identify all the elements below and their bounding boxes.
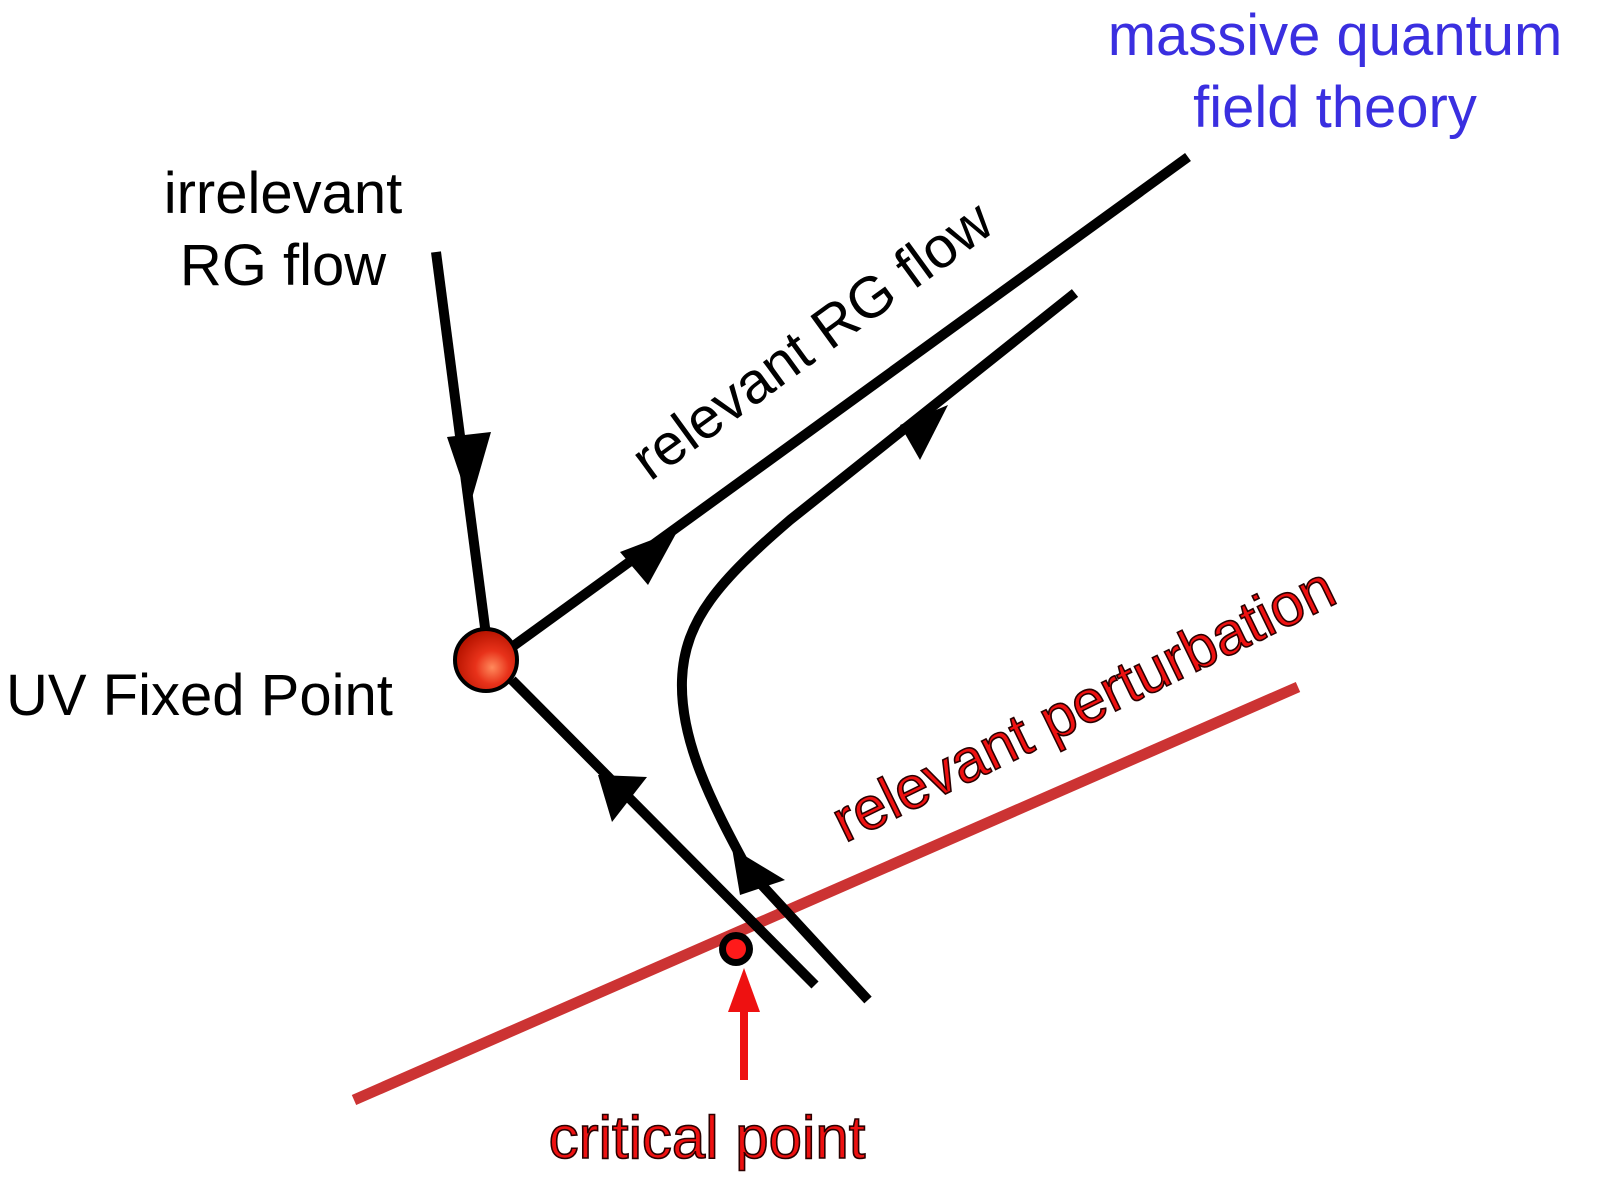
relevant-perturbation-line [351, 681, 1301, 1106]
arrow-up-icon [732, 848, 785, 895]
massive-qft-label-line1: massive quantum [1108, 3, 1563, 68]
irrelevant-flow-line [431, 251, 491, 636]
critical-point-pointer [728, 968, 760, 1080]
curved-trajectory-line [676, 289, 1079, 1004]
irrelevant-flow-label-line1: irrelevant [164, 161, 403, 226]
arrow-down-icon [447, 432, 491, 505]
critical-point-label: critical point [549, 1104, 866, 1171]
arrow-up-icon [728, 968, 760, 1012]
critical-trajectory-line [508, 676, 819, 989]
arrow-up-left-icon [598, 775, 647, 822]
relevant-rg-flow-label: relevant RG flow [619, 187, 1005, 492]
critical-point-marker[interactable] [719, 932, 753, 966]
arrow-up-right-icon [620, 530, 678, 585]
irrelevant-flow-label-line2: RG flow [180, 233, 387, 298]
massive-qft-label-line2: field theory [1193, 75, 1477, 140]
arrow-up-right-icon [900, 405, 948, 460]
uv-fixed-point-sphere[interactable] [453, 627, 519, 693]
uv-fixed-point-label: UV Fixed Point [6, 663, 393, 728]
relevant-flow-line [509, 152, 1191, 652]
